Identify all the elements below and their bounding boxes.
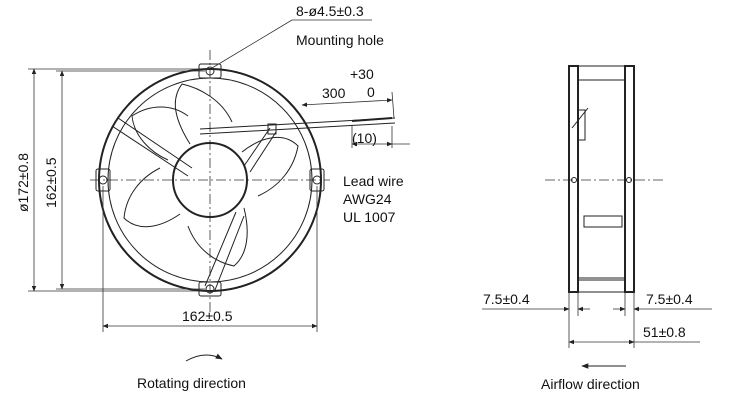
mounting-hole-top [205,66,215,76]
front-view: 8-ø4.5±0.3 Mounting hole 300 +30 0 (10) … [15,3,410,391]
lead-length-dim-line [301,98,393,107]
side-wire [571,107,589,129]
flange-right [624,65,635,293]
side-view: 7.5±0.4 7.5±0.4 51±0.8 Airflow direction [482,65,712,392]
lead-wire-bottom [199,122,396,135]
blade-4 [123,167,181,228]
wire-clip [267,123,277,135]
blade-2 [241,136,299,197]
flange-left [568,65,579,293]
lead-wire-gauge: AWG24 [343,191,392,207]
side-ear-top [577,65,626,81]
support-struts [111,117,277,291]
mounting-hole-right [312,175,322,185]
rotating-direction-caption: Rotating direction [137,375,246,391]
blade-3 [187,207,248,267]
blade-5 [131,106,189,161]
strip-length: (10) [352,130,377,146]
lead-length-ext [391,91,395,119]
depth-dim: 51±0.8 [643,324,686,340]
lead-length-nominal: 300 [322,85,346,101]
airflow-direction-caption: Airflow direction [541,376,640,392]
flange-left-dim: 7.5±0.4 [483,291,530,307]
lead-wire-label: Lead wire [343,173,404,189]
blade-1 [174,83,233,145]
lead-wire [199,117,396,135]
strut-bottom [204,211,245,291]
strut-right [243,127,277,173]
lead-length-tol-plus: +30 [350,66,374,82]
side-ear-bottom [577,277,626,293]
mounting-hole-spec: 8-ø4.5±0.3 [296,3,364,19]
lead-wire-standard: UL 1007 [343,209,396,225]
mounting-hole-label: Mounting hole [296,32,384,48]
wire-strip [351,117,393,122]
outer-diameter: ø172±0.8 [15,153,31,212]
hub [172,142,248,218]
lead-length-tol-minus: 0 [367,84,375,100]
hole-pitch-vertical: 162±0.5 [43,157,59,208]
fan-blades [123,83,299,267]
side-label-plate [583,215,623,228]
hole-pitch-horizontal: 162±0.5 [182,308,233,324]
mounting-hole-bottom [205,284,215,294]
mounting-hole-leader [211,19,293,69]
side-hole-right [626,177,632,183]
rotation-arrow [185,353,223,362]
side-wire-outlet [577,109,586,141]
mounting-hole-left [98,175,108,185]
flange-right-dim: 7.5±0.4 [646,291,693,307]
side-hole-left [571,177,577,183]
strut-left [111,117,193,177]
